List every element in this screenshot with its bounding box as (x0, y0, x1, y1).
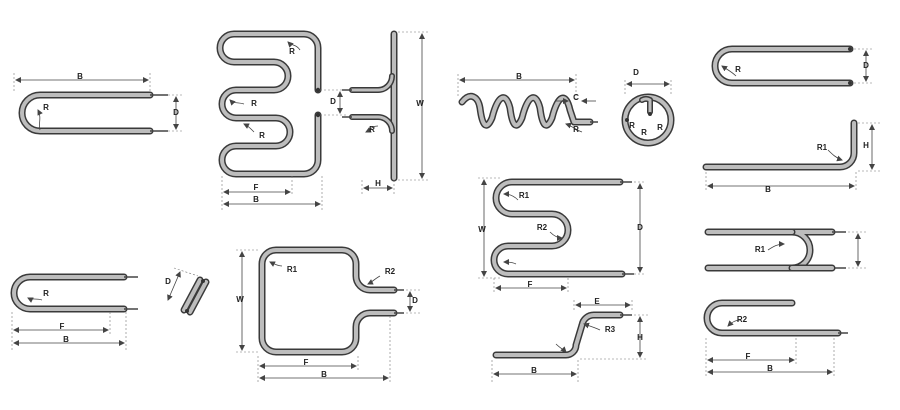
dim-label-r1: R1 (519, 191, 530, 200)
shape-hairpin-bottom-right: R2 F B (703, 299, 848, 378)
dim-label-b: B (765, 185, 771, 194)
shape-u-bend-top-left: B D R (13, 72, 182, 135)
dim-label-r: R (641, 128, 647, 137)
dim-label-f: F (746, 352, 751, 361)
dim-label-b: B (77, 72, 83, 81)
shape-u-bend-bottom-left: R F B (10, 273, 138, 350)
dim-label-r: R (369, 125, 375, 134)
dim-label-r2: R2 (737, 315, 748, 324)
dim-label-r: R (735, 65, 741, 74)
dim-label-r1: R1 (287, 265, 298, 274)
dim-label-e: E (594, 297, 600, 306)
dim-label-f: F (254, 183, 259, 192)
dim-label-b: B (516, 72, 522, 81)
dim-label-d: D (412, 296, 418, 305)
dim-label-r3: R3 (605, 325, 616, 334)
dim-label-r: R (573, 125, 579, 134)
shape-bar-with-legs: W R H (342, 30, 430, 196)
shape-hairpin-right-middle: R1 (704, 228, 866, 272)
dim-label-f: F (528, 280, 533, 289)
dim-label-d: D (863, 61, 869, 70)
dim-label-d: D (633, 68, 639, 77)
dim-label-d: D (637, 223, 643, 232)
dim-label-r: R (629, 121, 635, 130)
dim-label-r2: R2 (537, 223, 548, 232)
dim-label-r: R (289, 47, 295, 56)
dim-label-d: D (330, 97, 336, 106)
dim-label-r: R (43, 103, 49, 112)
dim-label-b: B (63, 335, 69, 344)
shape-hairpin-top-right: D R (711, 45, 872, 87)
dim-label-r: R (43, 289, 49, 298)
shape-helix-coil: B C R (457, 72, 598, 134)
dim-label-w: W (416, 99, 424, 108)
dim-label-b: B (253, 195, 259, 204)
shape-l-bend: H R1 B (702, 119, 880, 194)
dim-label-h: H (637, 333, 643, 342)
dim-label-r2: R2 (385, 267, 396, 276)
dim-label-h: H (863, 141, 869, 150)
dim-label-r: R (657, 123, 663, 132)
dim-label-h: H (375, 179, 381, 188)
dim-label-r: R (259, 131, 265, 140)
dim-label-f: F (60, 322, 65, 331)
dim-label-w: W (478, 225, 486, 234)
shape-double-serpentine: W D R1 R2 F (478, 177, 646, 294)
dim-label-b: B (767, 364, 773, 373)
dim-label-c: C (573, 93, 579, 102)
dim-label-d: D (165, 277, 171, 286)
dim-label-d: D (173, 108, 179, 117)
dim-label-r: R (251, 99, 257, 108)
shape-offset-jog: E R3 H B (491, 297, 648, 382)
shape-serpentine: R R R D F B (216, 30, 346, 210)
dim-label-r1: R1 (755, 245, 766, 254)
shape-rounded-square: W R1 R2 D F B (236, 246, 420, 384)
shape-hairpin-side-view: D (165, 267, 210, 316)
dim-label-w: W (236, 295, 244, 304)
shape-ring: D R R R (621, 68, 675, 147)
dim-label-r1: R1 (817, 143, 828, 152)
dim-label-b: B (321, 370, 327, 379)
dim-label-b: B (531, 366, 537, 375)
dim-label-f: F (304, 358, 309, 367)
